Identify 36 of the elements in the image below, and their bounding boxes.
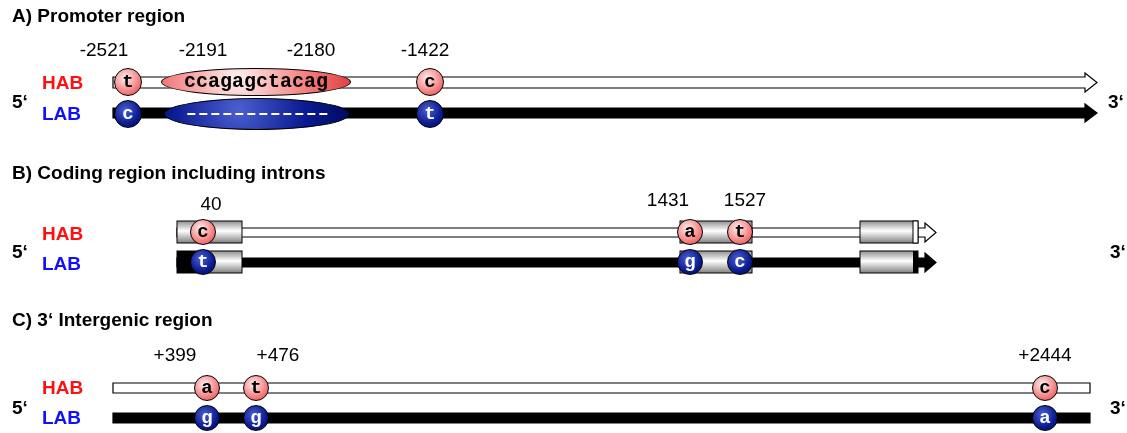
position-number: -2191: [178, 40, 228, 59]
section-heading: C) 3‘ Intergenic region: [12, 310, 213, 329]
strand-end-label: 3‘: [1110, 398, 1126, 417]
section-heading: A) Promoter region: [12, 6, 186, 25]
strand-end-label: 5‘: [12, 398, 28, 417]
position-number: -2521: [79, 40, 129, 59]
position-number: -1422: [400, 40, 450, 59]
section-heading: B) Coding region including introns: [12, 163, 326, 182]
allele-label: LAB: [42, 104, 82, 123]
position-number: 40: [200, 194, 222, 213]
strand-end-label: 5‘: [12, 242, 28, 261]
strand-end-label: 3‘: [1110, 242, 1126, 261]
strand-end-label: 5‘: [12, 92, 28, 111]
nucleotide-marker: g: [194, 405, 220, 431]
position-number: -2180: [286, 40, 336, 59]
nucleotide-marker: c: [114, 100, 142, 128]
allele-label: LAB: [42, 254, 82, 273]
sequence-ellipse: ccagagctacag: [161, 68, 351, 96]
nucleotide-marker: t: [243, 375, 269, 401]
allele-label: LAB: [42, 408, 82, 427]
allele-label: HAB: [42, 224, 84, 243]
position-number: 1527: [723, 190, 767, 209]
position-number: +399: [153, 345, 197, 364]
nucleotide-marker: g: [243, 405, 269, 431]
allele-label: HAB: [42, 378, 84, 397]
position-number: +2444: [1018, 345, 1072, 364]
nucleotide-marker: t: [416, 100, 444, 128]
nucleotide-marker: c: [416, 68, 444, 96]
allele-label: HAB: [42, 73, 84, 92]
position-number: 1431: [646, 190, 690, 209]
nucleotide-marker: t: [114, 68, 142, 96]
position-number: +476: [256, 345, 300, 364]
nucleotide-marker: a: [194, 375, 220, 401]
strand-end-label: 3‘: [1108, 92, 1124, 111]
nucleotide-marker: a: [1032, 405, 1058, 431]
nucleotide-marker: c: [1032, 375, 1058, 401]
